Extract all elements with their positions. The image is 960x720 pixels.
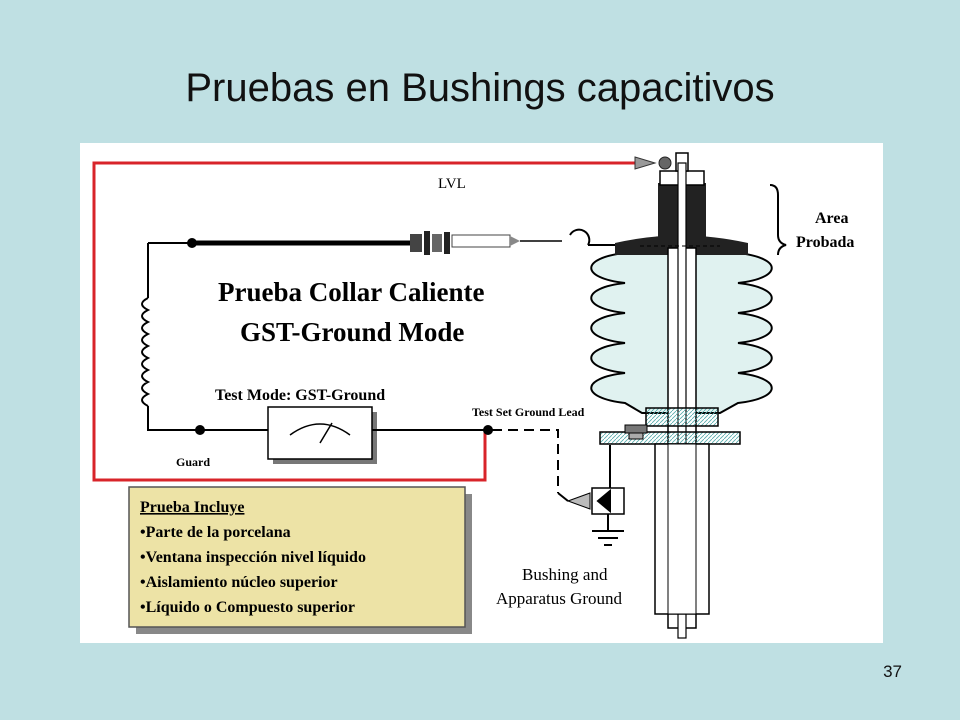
bushing-icon xyxy=(590,152,773,639)
slide-title: Pruebas en Bushings capacitivos xyxy=(185,66,775,110)
lvl-label: LVL xyxy=(438,176,466,192)
ground-lead-label: Test Set Ground Lead xyxy=(472,405,585,419)
includes-item: •Líquido o Compuesto superior xyxy=(140,599,355,616)
guard-label: Guard xyxy=(176,455,210,469)
diagram-canvas: LVL Area Probada Prueba Collar Caliente … xyxy=(92,152,854,639)
ground-lead-node xyxy=(483,425,493,435)
guard-node xyxy=(195,425,205,435)
bushing-test-diagram: LVL Area Probada Prueba Collar Caliente … xyxy=(80,143,883,643)
inductor-coil xyxy=(141,243,268,431)
includes-item: •Parte de la porcelana xyxy=(140,524,291,541)
test-mode-subtitle: GST-Ground Mode xyxy=(240,317,464,347)
test-title: Prueba Collar Caliente xyxy=(218,277,484,307)
meter-icon xyxy=(267,406,377,464)
area-bracket xyxy=(769,184,787,256)
includes-box xyxy=(128,486,472,634)
page-number: 37 xyxy=(883,662,902,681)
red-test-lead xyxy=(92,161,635,482)
bushing-label: Bushing and xyxy=(522,565,608,584)
test-mode-label: Test Mode: GST-Ground xyxy=(215,387,385,404)
area-label: Area xyxy=(815,210,848,227)
ground-icon xyxy=(557,445,625,546)
includes-heading: Prueba Incluye xyxy=(140,499,244,516)
probada-label: Probada xyxy=(796,234,854,251)
hv-lead xyxy=(148,228,635,255)
ground-lead-dashed xyxy=(492,429,559,493)
includes-item: •Ventana inspección nivel líquido xyxy=(140,549,366,566)
collar-probe-icon xyxy=(634,156,672,170)
includes-item: •Aislamiento núcleo superior xyxy=(140,574,338,591)
apparatus-ground-label: Apparatus Ground xyxy=(496,589,623,608)
